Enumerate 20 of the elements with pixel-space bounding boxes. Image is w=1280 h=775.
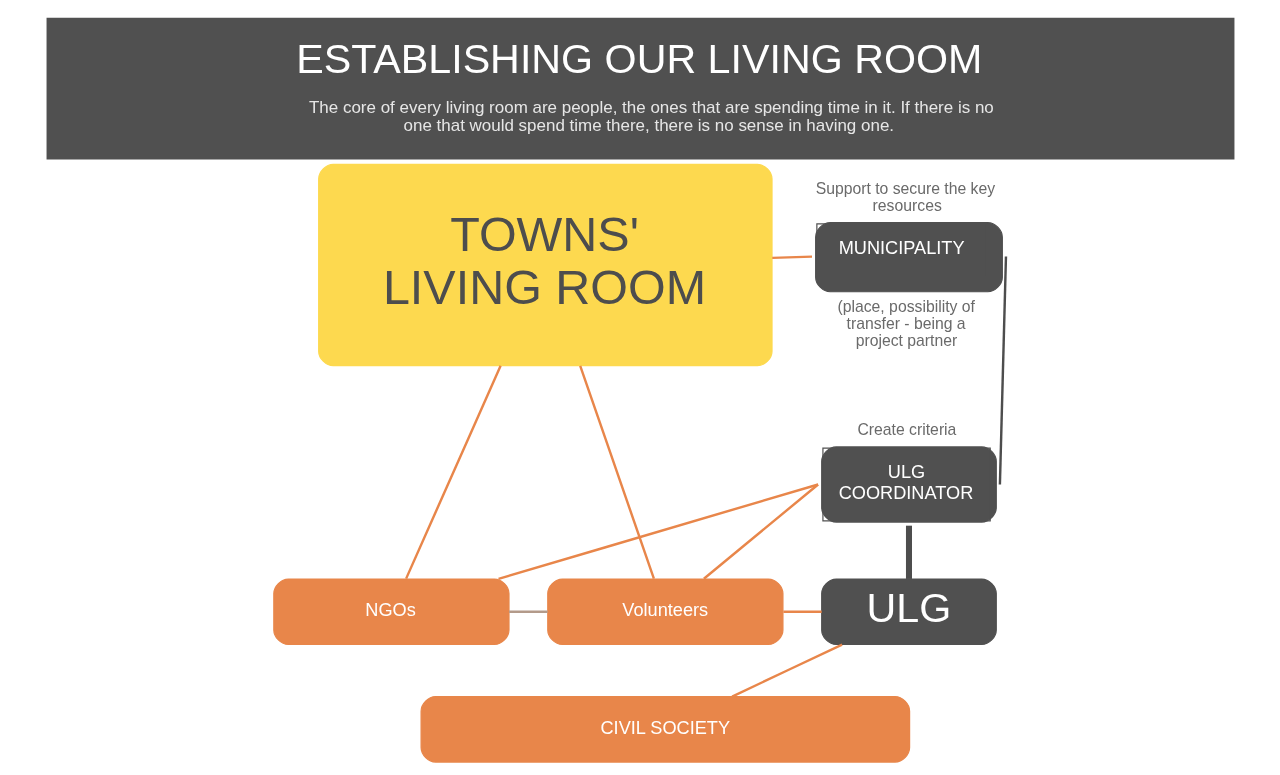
node-box: Volunteers — [546, 578, 784, 646]
connector — [508, 610, 548, 613]
connector — [702, 483, 819, 580]
node-label: Create criteria — [856, 421, 956, 439]
node-box: NGOs — [272, 578, 510, 646]
caption: The core of every living room are people, the ones that are spending time in it. If there is no one that would spend time there, there is no sense in having one. — [308, 98, 994, 136]
connector — [998, 256, 1007, 485]
diagram-title: ESTABLISHING OUR LIVING ROOM — [295, 36, 982, 83]
connector — [905, 525, 912, 579]
node-box: TOWNS' LIVING ROOM — [317, 163, 773, 367]
connector — [731, 643, 843, 698]
node-label: Support to secure the key resources — [815, 180, 995, 215]
connector — [578, 365, 655, 579]
node-label: (place, possibility of transfer - being a project partner — [836, 297, 975, 349]
node-box: CIVIL SOCIETY — [420, 696, 910, 763]
connector — [404, 365, 502, 580]
connector — [771, 255, 812, 260]
connector — [497, 483, 818, 581]
connector — [782, 610, 822, 613]
node-box: ULG — [820, 578, 997, 646]
